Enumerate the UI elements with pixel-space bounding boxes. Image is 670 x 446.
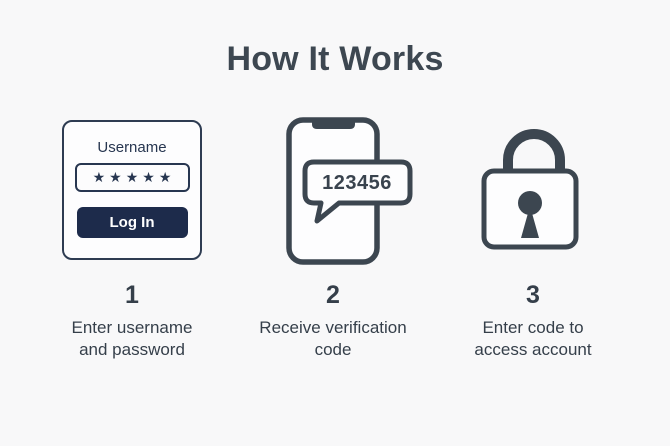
step-1-caption-line2: and password [79, 340, 185, 359]
step-1-number: 1 [125, 281, 139, 309]
step-2-number: 2 [326, 281, 340, 309]
step-1-caption-line1: Enter username [71, 318, 193, 337]
keyhole-circle [518, 191, 542, 215]
smartphone-icon: 123456 [286, 117, 413, 265]
sms-bubble-icon [302, 159, 413, 224]
login-form-illustration: Username ★★★★★ Log In [62, 120, 202, 260]
step-1-label: 1 Enter username and password [32, 280, 232, 361]
password-field[interactable]: ★★★★★ [74, 163, 190, 192]
phone-notch [312, 118, 355, 129]
step-2-caption-line1: Receive verification [259, 318, 407, 337]
step-2-label: 2 Receive verification code [233, 280, 433, 361]
verification-code-text: 123456 [322, 172, 392, 194]
step-1-caption: Enter username and password [32, 317, 232, 361]
padlock-icon [481, 129, 579, 250]
username-label: Username [97, 139, 167, 156]
step-3-label: 3 Enter code to access account [433, 280, 633, 361]
step-2-caption: Receive verification code [233, 317, 433, 361]
page-title: How It Works [226, 40, 444, 78]
keyhole-wedge [521, 206, 539, 238]
step-3-caption-line1: Enter code to [482, 318, 584, 337]
lock-shackle [503, 129, 565, 176]
log-in-button[interactable]: Log In [76, 207, 188, 238]
step-3-caption: Enter code to access account [433, 317, 633, 361]
masked-password-value: ★★★★★ [92, 169, 176, 185]
step-3-number: 3 [526, 281, 540, 309]
step-3-caption-line2: access account [474, 340, 592, 359]
step-2-caption-line2: code [314, 340, 352, 359]
